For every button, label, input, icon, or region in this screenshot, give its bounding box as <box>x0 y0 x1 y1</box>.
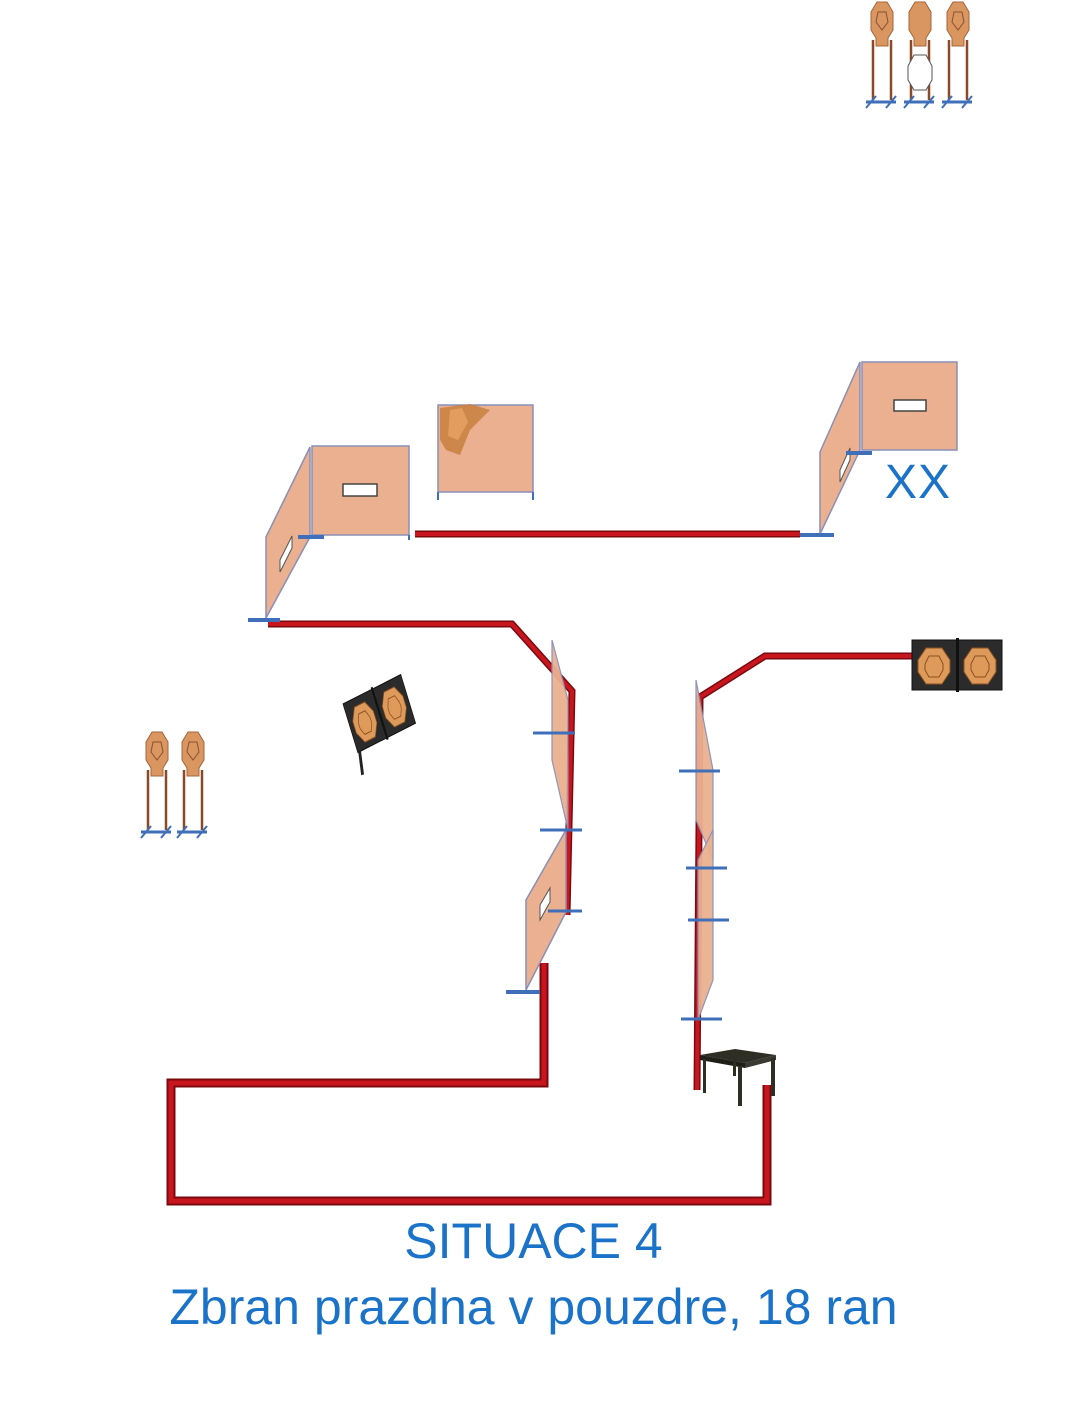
paper-target-group-left <box>139 730 209 840</box>
paper-target-group-top-right <box>864 0 974 110</box>
paper-target-icon <box>864 0 898 110</box>
paper-target-icon <box>139 730 173 840</box>
fault-line-right-corridor <box>693 652 912 1091</box>
paper-target-icon <box>175 730 209 840</box>
wall-panel-right-corner <box>800 361 958 537</box>
stage-subtitle: Zbran prazdna v pouzdre, 18 ran <box>169 1279 898 1335</box>
fault-line-left-corridor <box>268 620 576 916</box>
steel-plate-pair-icon <box>911 637 1003 693</box>
table-icon <box>700 1049 776 1106</box>
no-shoot-target-icon <box>903 1 935 109</box>
wall-panel-left-corridor <box>506 639 582 994</box>
paper-target-icon <box>940 0 974 110</box>
stage-title: SITUACE 4 <box>404 1213 663 1269</box>
fault-line-outer-loop <box>166 963 772 1206</box>
wall-panel-left-corner <box>248 445 410 622</box>
wall-panel-top-middle <box>437 404 534 500</box>
wall-panel-right-corridor <box>679 679 729 1021</box>
start-position-mark: XX <box>885 456 952 509</box>
steel-plate-pair-icon <box>341 672 417 776</box>
